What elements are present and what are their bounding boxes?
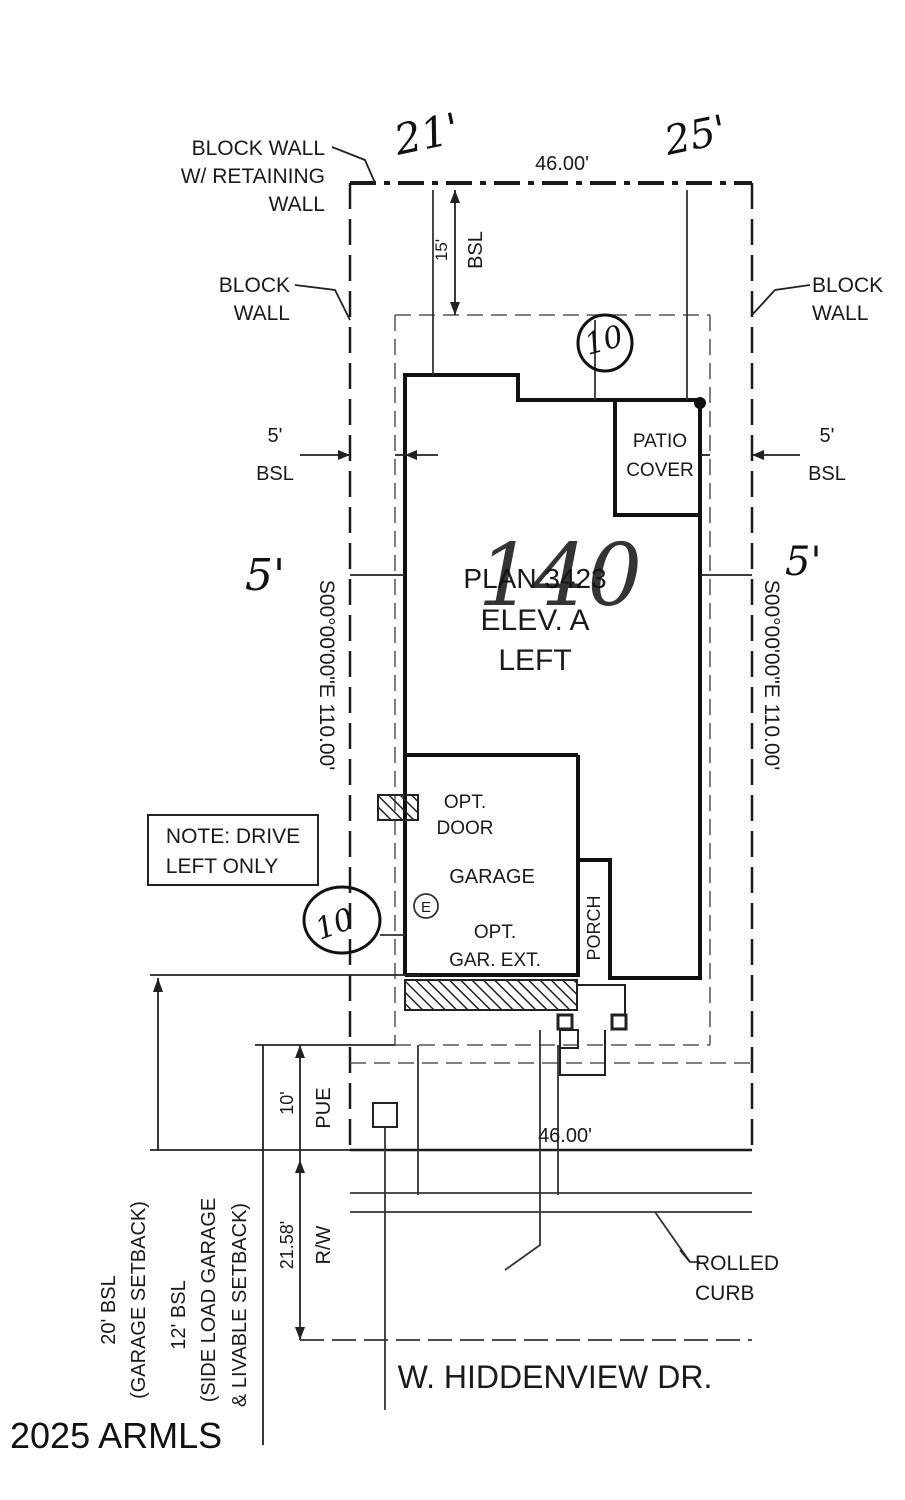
hw-right-5: 5' (785, 539, 821, 585)
rear-10-circle (576, 313, 634, 373)
hw-rear-10: 10 (581, 319, 627, 363)
bottom-width-dimension: 46.00' (538, 1125, 592, 1147)
block-wall-retaining-line3: WALL (269, 193, 325, 216)
front-10-circle (302, 885, 382, 955)
hw-top-right: 25' (660, 107, 731, 165)
pue-label: PUE (313, 1087, 335, 1128)
note-line1: NOTE: DRIVE (166, 825, 300, 848)
watermark: 2025 ARMLS (10, 1415, 222, 1456)
rw-value: 21.58' (277, 1221, 297, 1269)
rear-setback-label: BSL (465, 231, 487, 269)
top-width-dimension: 46.00' (535, 153, 589, 175)
block-wall-left-line2: WALL (234, 302, 290, 325)
opt-door-line2: DOOR (437, 818, 494, 839)
lot-boundary (348, 181, 754, 1152)
side-load-setback-line2: (SIDE LOAD GARAGE (198, 1198, 220, 1403)
hw-front-10: 10 (311, 902, 359, 948)
street-name: W. HIDDENVIEW DR. (398, 1359, 713, 1395)
block-wall-retaining-line2: W/ RETAINING (181, 165, 325, 188)
hw-top-left: 21' (389, 103, 464, 165)
e-symbol-label: E (421, 899, 431, 916)
left-setback-label: BSL (256, 463, 294, 485)
plan-elevation: ELEV. A (481, 604, 590, 637)
block-wall-right-line2: WALL (812, 302, 868, 325)
patio-post (694, 397, 706, 409)
patio-cover-line2: COVER (626, 460, 694, 481)
block-wall-retaining-line1: BLOCK WALL (192, 137, 325, 160)
street-lines (300, 1192, 752, 1341)
left-bearing: S00°00'00"E 110.00' (315, 580, 338, 770)
e-symbol-circle (413, 893, 439, 919)
right-setback-value: 5' (820, 425, 835, 447)
garage-setback-line2: (GARAGE SETBACK) (128, 1201, 150, 1399)
rolled-curb-line2: CURB (695, 1282, 755, 1305)
hw-left-5: 5' (245, 550, 285, 601)
plan-orientation: LEFT (498, 644, 571, 677)
plan-name: PLAN 3423 (463, 563, 606, 594)
garage-extension-hatch (404, 979, 578, 1011)
left-setback-value: 5' (268, 425, 283, 447)
dimension-lines (150, 190, 800, 1445)
note-box (147, 814, 319, 886)
pue-value: 10' (277, 1091, 297, 1114)
utility-lines (380, 190, 688, 1410)
opt-gar-ext-line1: OPT. (474, 922, 516, 943)
leader-lines (294, 146, 811, 1263)
rw-label: R/W (313, 1225, 335, 1264)
setback-envelope (350, 314, 752, 1064)
rear-setback-value: 15' (432, 239, 451, 261)
block-wall-left-line1: BLOCK (219, 274, 290, 297)
utility-box (372, 1102, 398, 1128)
block-wall-right-line1: BLOCK (812, 274, 883, 297)
note-line2: LEFT ONLY (166, 855, 278, 878)
house-footprint (403, 373, 702, 980)
rolled-curb-line1: ROLLED (695, 1252, 779, 1275)
porch-steps (556, 984, 628, 1076)
side-load-setback-line3: & LIVABLE SETBACK) (229, 1203, 251, 1407)
garage-setback-line1: 20' BSL (98, 1275, 120, 1344)
porch-label: PORCH (584, 895, 604, 960)
opt-gar-ext-line2: GAR. EXT. (449, 950, 541, 971)
garage-label: GARAGE (449, 866, 535, 888)
side-load-setback-line1: 12' BSL (168, 1280, 190, 1349)
patio-cover-line1: PATIO (633, 431, 687, 452)
right-setback-label: BSL (808, 463, 846, 485)
hw-lot-140: 140 (478, 526, 642, 626)
opt-door-hatch (377, 794, 419, 821)
right-bearing: S00°00'00"E 110.00' (760, 580, 783, 770)
opt-door-line1: OPT. (444, 792, 486, 813)
